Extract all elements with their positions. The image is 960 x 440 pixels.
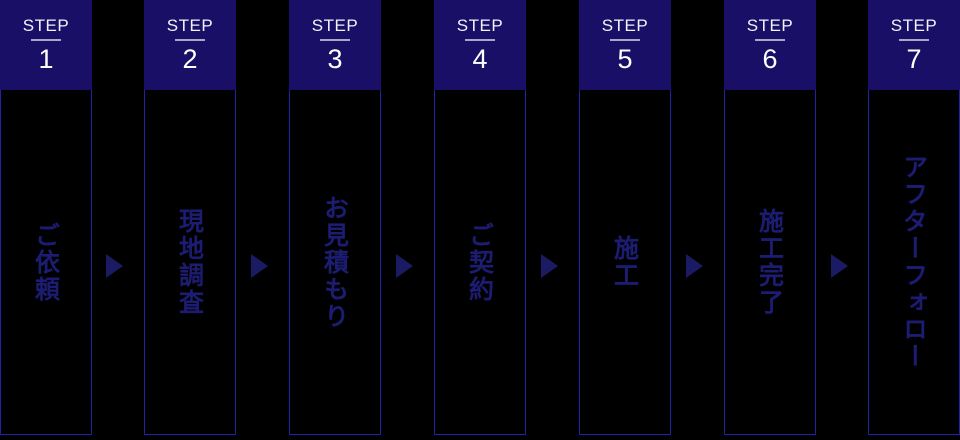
step-body-7: アフターフォロー [868,90,960,435]
flow-arrow-icon-2 [251,254,268,278]
step-word-label-5: STEP [601,15,649,35]
step-body-6: 施工完了 [724,90,816,435]
step-badge-1: STEP 1 [0,0,92,90]
flow-arrow-icon-6 [831,254,848,278]
step-badge-4: STEP 4 [434,0,526,90]
step-badge-6: STEP 6 [724,0,816,90]
step-word-label-6: STEP [746,15,794,35]
step-cell-6: STEP 6 施工完了 [724,0,816,440]
step-cell-1: STEP 1 ご依頼 [0,0,92,440]
flow-arrow-icon-1 [106,254,123,278]
step-body-1: ご依頼 [0,90,92,435]
step-label-3: お見積もり [320,194,350,330]
step-cell-7: STEP 7 アフターフォロー [868,0,960,440]
step-label-6: 施工完了 [755,208,785,316]
step-cell-4: STEP 4 ご契約 [434,0,526,440]
step-divider-rule-4 [465,38,495,41]
step-divider-rule-2 [175,38,205,41]
step-divider-rule-1 [31,38,61,41]
step-cell-3: STEP 3 お見積もり [289,0,381,440]
step-number-3: 3 [327,43,343,74]
step-number-2: 2 [182,43,198,74]
step-number-1: 1 [38,43,54,74]
step-badge-3: STEP 3 [289,0,381,90]
step-badge-7: STEP 7 [868,0,960,90]
step-divider-rule-3 [320,38,350,41]
step-badge-5: STEP 5 [579,0,671,90]
flow-arrow-icon-3 [396,254,413,278]
step-word-label-7: STEP [890,15,938,35]
step-divider-rule-5 [610,38,640,41]
step-word-label-2: STEP [166,15,214,35]
step-body-3: お見積もり [289,90,381,435]
step-divider-rule-7 [899,38,929,41]
step-cell-5: STEP 5 施工 [579,0,671,440]
step-label-4: ご契約 [465,221,495,303]
step-label-1: ご依頼 [31,221,61,303]
step-word-label-4: STEP [456,15,504,35]
flow-arrow-icon-5 [686,254,703,278]
step-number-6: 6 [762,43,778,74]
step-body-2: 現地調査 [144,90,236,435]
step-label-7: アフターフォロー [899,154,929,370]
step-cell-2: STEP 2 現地調査 [144,0,236,440]
step-badge-2: STEP 2 [144,0,236,90]
step-number-7: 7 [906,43,922,74]
step-word-label-3: STEP [311,15,359,35]
step-divider-rule-6 [755,38,785,41]
step-word-label-1: STEP [22,15,70,35]
flow-arrow-icon-4 [541,254,558,278]
step-body-4: ご契約 [434,90,526,435]
step-number-4: 4 [472,43,488,74]
step-body-5: 施工 [579,90,671,435]
step-label-5: 施工 [610,235,640,289]
step-number-5: 5 [617,43,633,74]
step-label-2: 現地調査 [175,208,205,316]
